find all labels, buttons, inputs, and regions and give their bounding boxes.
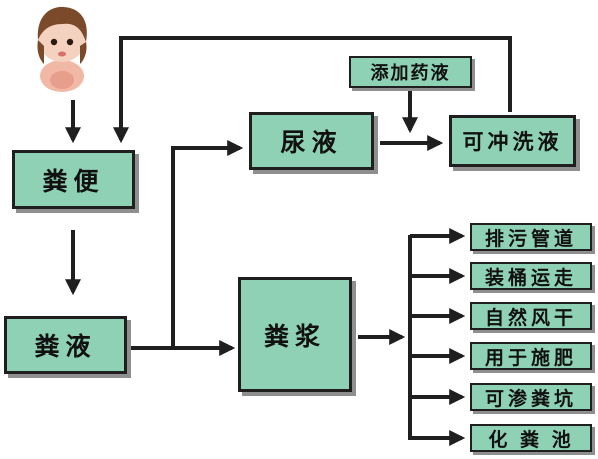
node-slurry: 粪浆 [238, 277, 352, 392]
node-bucket-away: 装桶运走 [470, 262, 592, 290]
node-flushing-liquid: 可冲洗液 [449, 115, 576, 167]
node-feces: 粪便 [12, 150, 135, 209]
node-sewage-pipe: 排污管道 [470, 223, 592, 251]
node-septic-pool: 化 粪 池 [470, 424, 592, 452]
node-urine: 尿液 [249, 112, 374, 170]
arrow-flush-to-feces [113, 36, 512, 144]
node-fertilize: 用于施肥 [470, 342, 592, 370]
node-add-chemical: 添加药液 [349, 56, 472, 88]
arrow-liquid-to-urine [171, 140, 244, 348]
baby-icon [37, 6, 87, 92]
node-air-dry: 自然风干 [470, 302, 592, 330]
node-liquid-feces: 粪液 [4, 316, 127, 374]
node-seepage-pit: 可渗粪坑 [470, 383, 592, 411]
